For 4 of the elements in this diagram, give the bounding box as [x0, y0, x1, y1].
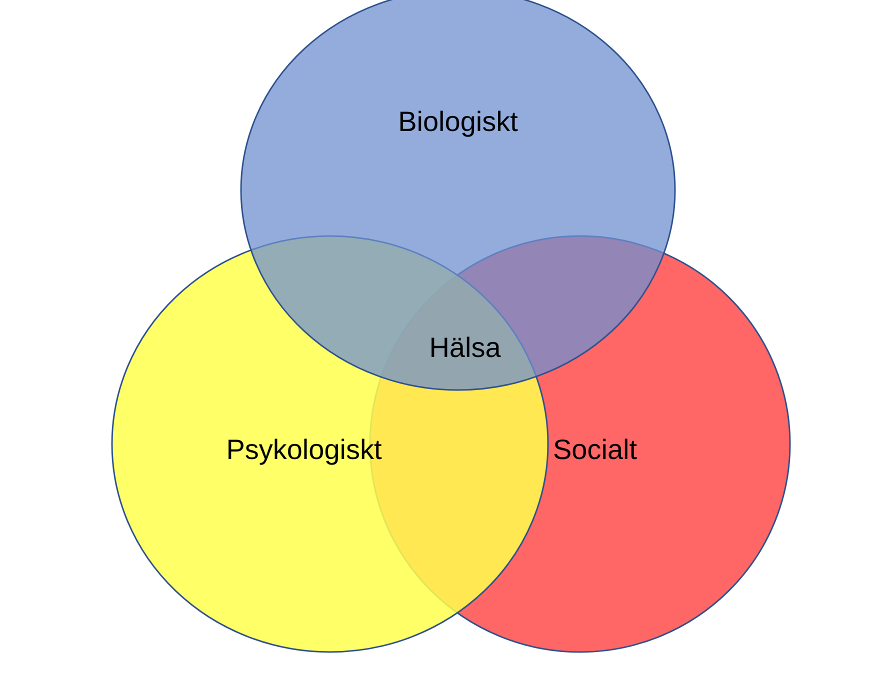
center-label: Hälsa — [429, 332, 501, 364]
circle-label: Socialt — [552, 434, 638, 466]
circle-label: Biologiskt — [398, 106, 518, 138]
circle-label: Psykologiskt — [226, 434, 382, 466]
